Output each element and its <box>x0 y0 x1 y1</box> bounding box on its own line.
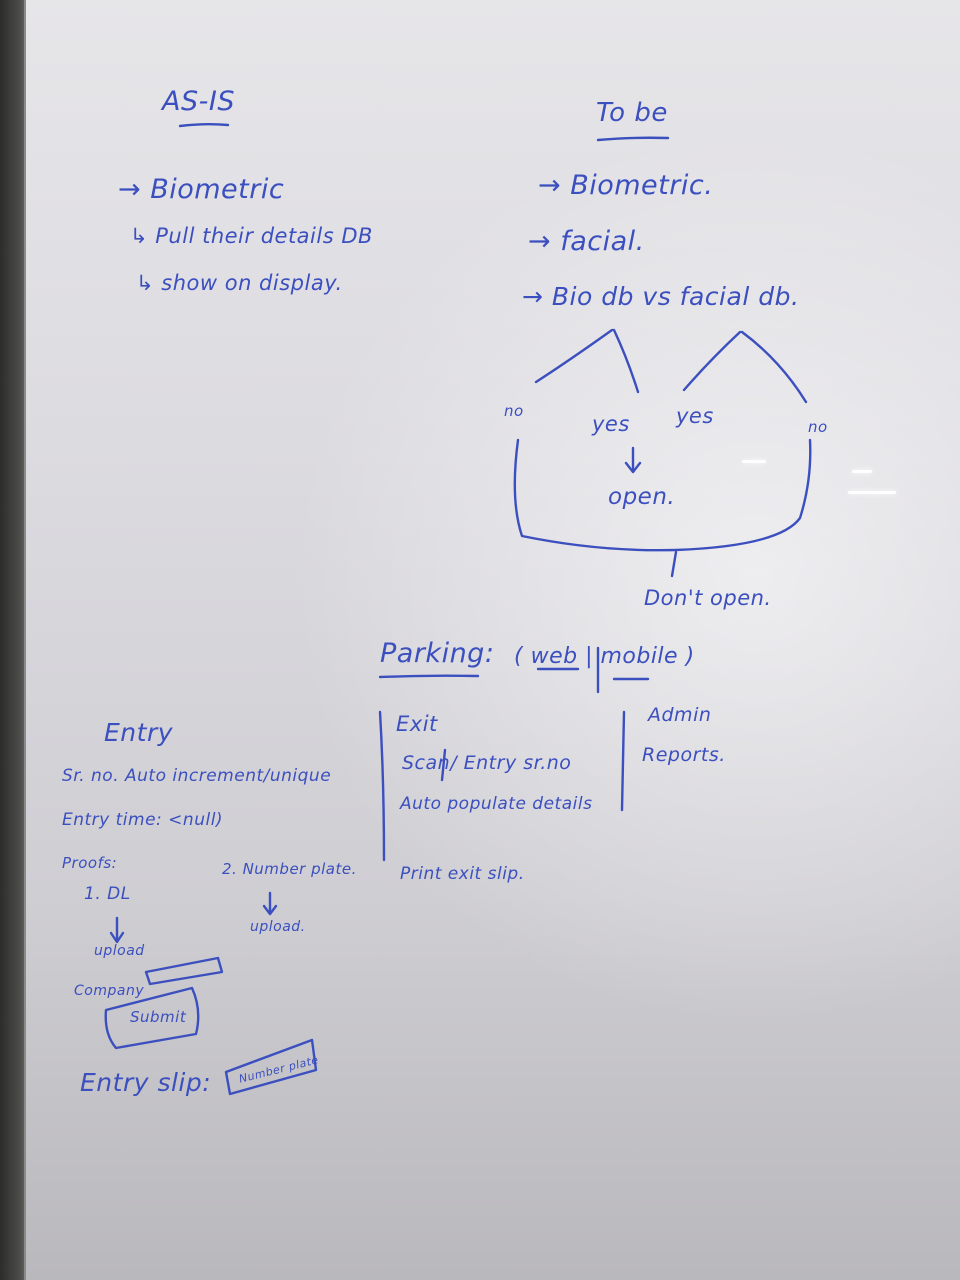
company-label: Company <box>74 983 145 999</box>
entry-line: Proofs: <box>62 854 118 872</box>
slip-box <box>224 1038 318 1096</box>
entry-line: Sr. no. Auto increment/unique <box>62 766 332 786</box>
proof-2: 2. Number plate. <box>222 860 357 878</box>
as-is-underline <box>178 123 230 128</box>
column-divider <box>378 710 386 862</box>
to-be-item: → facial. <box>528 226 645 257</box>
as-is-item: ↳ Pull their details DB <box>130 224 373 248</box>
branch-line <box>682 330 742 392</box>
exit-heading: Exit <box>396 712 438 736</box>
admin-heading: Admin <box>648 704 712 726</box>
light-reflection <box>848 491 876 494</box>
light-reflection <box>852 470 872 473</box>
to-be-item: → Bio db vs facial db. <box>522 282 800 311</box>
company-input-box <box>144 956 224 986</box>
exit-line: Print exit slip. <box>400 864 525 884</box>
light-reflection <box>874 491 896 494</box>
as-is-item: ↳ show on display. <box>136 271 343 295</box>
dont-open-connector <box>670 550 678 578</box>
to-be-heading: To be <box>596 98 668 128</box>
parking-platforms: ( web | mobile ) <box>514 644 695 669</box>
open-label: open. <box>608 484 676 510</box>
no-branch-bracket <box>513 438 812 552</box>
proof-2-upload: upload. <box>250 919 306 935</box>
branch-line <box>612 328 640 394</box>
exit-line: Auto populate details <box>400 794 593 814</box>
decision-no-left: no <box>504 402 524 420</box>
whiteboard <box>24 0 960 1280</box>
parking-underline <box>378 674 480 679</box>
entry-line: Entry time: <null) <box>62 810 224 830</box>
branch-line <box>740 330 808 404</box>
whiteboard-frame <box>0 0 28 1280</box>
entry-heading: Entry <box>104 718 174 747</box>
decision-yes-left: yes <box>592 412 630 436</box>
proof-1: 1. DL <box>84 884 131 904</box>
admin-line: Reports. <box>642 744 726 766</box>
to-be-underline <box>596 136 670 142</box>
to-be-item: → Biometric. <box>538 170 714 201</box>
submit-box <box>104 986 200 1050</box>
arrow-head <box>262 904 278 916</box>
column-divider <box>620 710 626 812</box>
branch-line <box>534 328 614 384</box>
scan-slash <box>440 748 447 782</box>
decision-yes-right: yes <box>676 404 714 428</box>
as-is-heading: AS-IS <box>162 86 235 117</box>
entry-slip-label: Entry slip: <box>80 1068 212 1097</box>
arrow-head <box>109 931 125 944</box>
decision-no-right: no <box>808 418 828 436</box>
dont-open-label: Don't open. <box>644 586 772 610</box>
parking-heading: Parking: <box>380 638 495 669</box>
arrow-head <box>624 461 642 474</box>
exit-line: Scan/ Entry sr.no <box>402 752 572 774</box>
as-is-item: → Biometric <box>118 174 285 205</box>
proof-1-upload: upload <box>94 943 145 959</box>
light-reflection <box>742 460 766 463</box>
submit-label: Submit <box>130 1008 187 1026</box>
